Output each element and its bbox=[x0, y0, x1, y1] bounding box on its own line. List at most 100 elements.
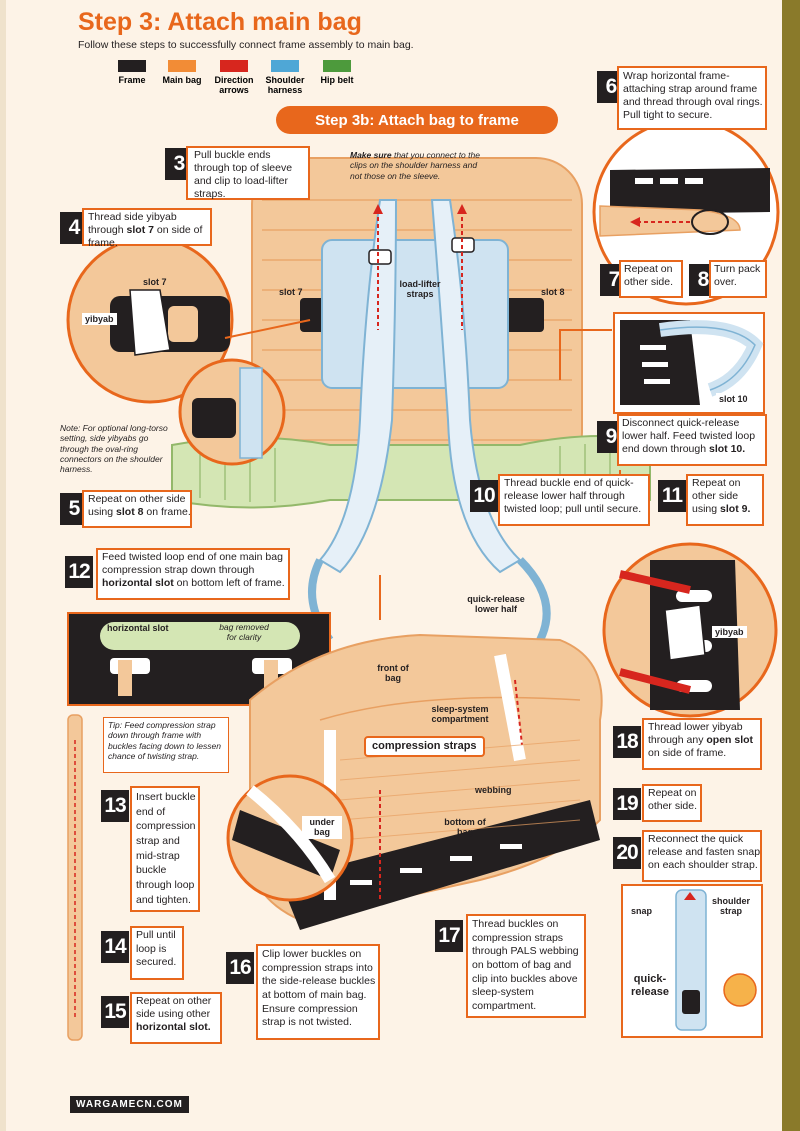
label-shoulder-strap: shoulder strap bbox=[711, 896, 750, 917]
step-15-text-a: Repeat on other side using other bbox=[136, 995, 212, 1021]
step-18-box bbox=[642, 718, 762, 770]
step-18-text: Thread lower yibyab through any open slo… bbox=[648, 721, 762, 760]
under-bag-inset-illustration bbox=[226, 774, 354, 902]
step-20-number: 20 bbox=[613, 837, 641, 869]
label-slot7-inset: slot 7 bbox=[143, 277, 167, 287]
legend-swatch-main-bag bbox=[168, 60, 196, 72]
tip-note: Tip: Feed compression strap down through… bbox=[108, 720, 221, 762]
step-6-box bbox=[617, 66, 767, 130]
step-4-text-b: slot 7 bbox=[126, 224, 154, 237]
page-title: Step 3: Attach main bag bbox=[78, 8, 362, 36]
legend-swatch-frame bbox=[118, 60, 146, 72]
legend-swatch-shoulder-harness bbox=[271, 60, 299, 72]
step-4-text: Thread side yibyab through slot 7 on sid… bbox=[88, 211, 210, 250]
step-7-box bbox=[619, 260, 683, 298]
step-11-text-a: Repeat on other side using bbox=[692, 477, 741, 516]
step-7-text: Repeat on other side. bbox=[624, 263, 674, 289]
step-5-box bbox=[82, 490, 192, 528]
step-5-text-a: Repeat on other side using bbox=[88, 493, 186, 519]
label-front-of-bag: front of bag bbox=[377, 663, 409, 684]
step-11-number: 11 bbox=[658, 480, 686, 512]
label-compression-straps: compression straps bbox=[364, 736, 485, 757]
label-under-bag: under bag bbox=[302, 816, 342, 839]
step-19-number: 19 bbox=[613, 788, 641, 820]
label-yibyab-right: yibyab bbox=[712, 626, 747, 639]
label-quick-release: quick-release bbox=[631, 973, 669, 998]
label-bottom-of-bag: bottom of bag bbox=[444, 817, 486, 838]
step-14-number: 14 bbox=[101, 931, 129, 963]
step-11-text-b: slot 9. bbox=[720, 503, 751, 516]
step-4-text-a: Thread side yibyab through bbox=[88, 211, 177, 237]
make-sure-note: Make sure that you connect to the clips … bbox=[350, 150, 488, 181]
step-16-text: Clip lower buckles on compression straps… bbox=[262, 948, 376, 1029]
step-13-box bbox=[130, 786, 200, 912]
step-12-text-c: on bottom left of frame. bbox=[173, 577, 285, 590]
step-10-box bbox=[498, 474, 650, 526]
label-slot8: slot 8 bbox=[541, 287, 565, 297]
optional-inset-illustration bbox=[178, 358, 286, 466]
step-13-text: Insert buckle end of compression strap a… bbox=[136, 791, 196, 906]
legend-swatch-direction-arrows bbox=[220, 60, 248, 72]
step-11-box bbox=[686, 474, 764, 526]
step-17-number: 17 bbox=[435, 920, 463, 952]
substep-title: Step 3b: Attach bag to frame bbox=[315, 112, 519, 129]
label-slot7: slot 7 bbox=[279, 287, 303, 297]
legend-label-shoulder-harness: Shoulder harness bbox=[265, 75, 305, 96]
step-8-box bbox=[709, 260, 767, 298]
page-subtitle: Follow these steps to successfully conne… bbox=[78, 39, 414, 51]
label-slot10: slot 10 bbox=[716, 393, 751, 406]
step6-inset-illustration bbox=[592, 118, 780, 306]
step-12-text: Feed twisted loop end of one main bag co… bbox=[102, 551, 288, 590]
step-3-text: Pull buckle ends through top of sleeve a… bbox=[194, 149, 293, 201]
step-11-text: Repeat on other side using slot 9. bbox=[692, 477, 764, 516]
quick-release-inset-illustration bbox=[621, 884, 763, 1038]
label-webbing: webbing bbox=[475, 785, 512, 795]
step-15-box bbox=[130, 992, 222, 1044]
step-9-text-b: slot 10. bbox=[708, 443, 746, 456]
step-18-number: 18 bbox=[613, 726, 641, 758]
step-4-box bbox=[82, 208, 212, 246]
step-19-text: Repeat on other side. bbox=[648, 787, 698, 813]
step-17-box bbox=[466, 914, 586, 1018]
slot10-inset-illustration bbox=[613, 312, 765, 414]
make-sure-emphasis: Make sure bbox=[350, 150, 392, 160]
label-sleep-system-compartment: sleep-system compartment bbox=[431, 704, 489, 725]
legend-swatch-hip-belt bbox=[323, 60, 351, 72]
step-10-number: 10 bbox=[470, 480, 498, 512]
side-rule bbox=[782, 0, 800, 1131]
step-16-box bbox=[256, 944, 380, 1040]
step-14-box bbox=[130, 926, 184, 980]
step-19-box bbox=[642, 784, 702, 822]
label-horizontal-slot: horizontal slot bbox=[107, 623, 169, 633]
step-15-number: 15 bbox=[101, 996, 129, 1028]
label-load-lifter-straps: load-lifter straps bbox=[399, 279, 441, 300]
step-5-text-c: on frame. bbox=[143, 506, 191, 519]
legend-label-direction-arrows: Direction arrows bbox=[214, 75, 254, 96]
substep-title-pill: Step 3b: Attach bag to frame bbox=[276, 106, 558, 134]
label-snap: snap bbox=[631, 906, 653, 916]
step18-inset-illustration bbox=[602, 542, 778, 718]
step-12-text-b: horizontal slot bbox=[102, 577, 174, 590]
step-6-text: Wrap horizontal frame-attaching strap ar… bbox=[623, 70, 763, 122]
step-17-text: Thread buckles on compression straps thr… bbox=[472, 918, 579, 1012]
step-5-text: Repeat on other side using slot 8 on fra… bbox=[88, 493, 192, 519]
step-9-box bbox=[617, 414, 767, 466]
step-12-number: 12 bbox=[65, 556, 93, 588]
label-quick-release-lower-half: quick-release lower half bbox=[467, 594, 525, 615]
step-4-text-c: on side of frame. bbox=[88, 224, 203, 250]
step-18-text-b: open slot bbox=[706, 734, 754, 747]
step-18-text-a: Thread lower yibyab through any bbox=[648, 721, 743, 747]
step-5-text-b: slot 8 bbox=[116, 506, 144, 519]
make-sure-rest: that you connect to the clips on the sho… bbox=[350, 150, 480, 181]
step-10-text: Thread buckle end of quick-release lower… bbox=[504, 477, 642, 516]
step-9-text-a: Disconnect quick-release lower half. Fee… bbox=[622, 417, 756, 456]
step-14-text: Pull until loop is secured. bbox=[136, 929, 177, 969]
bag-removed-note: bag removed for clarity bbox=[219, 622, 269, 643]
legend-label-hip-belt: Hip belt bbox=[320, 75, 354, 85]
step-18-text-c: on side of frame. bbox=[648, 747, 727, 760]
compression-strap-illustration bbox=[67, 714, 83, 1041]
legend-label-frame: Frame bbox=[118, 75, 146, 85]
tip-box bbox=[103, 717, 229, 773]
